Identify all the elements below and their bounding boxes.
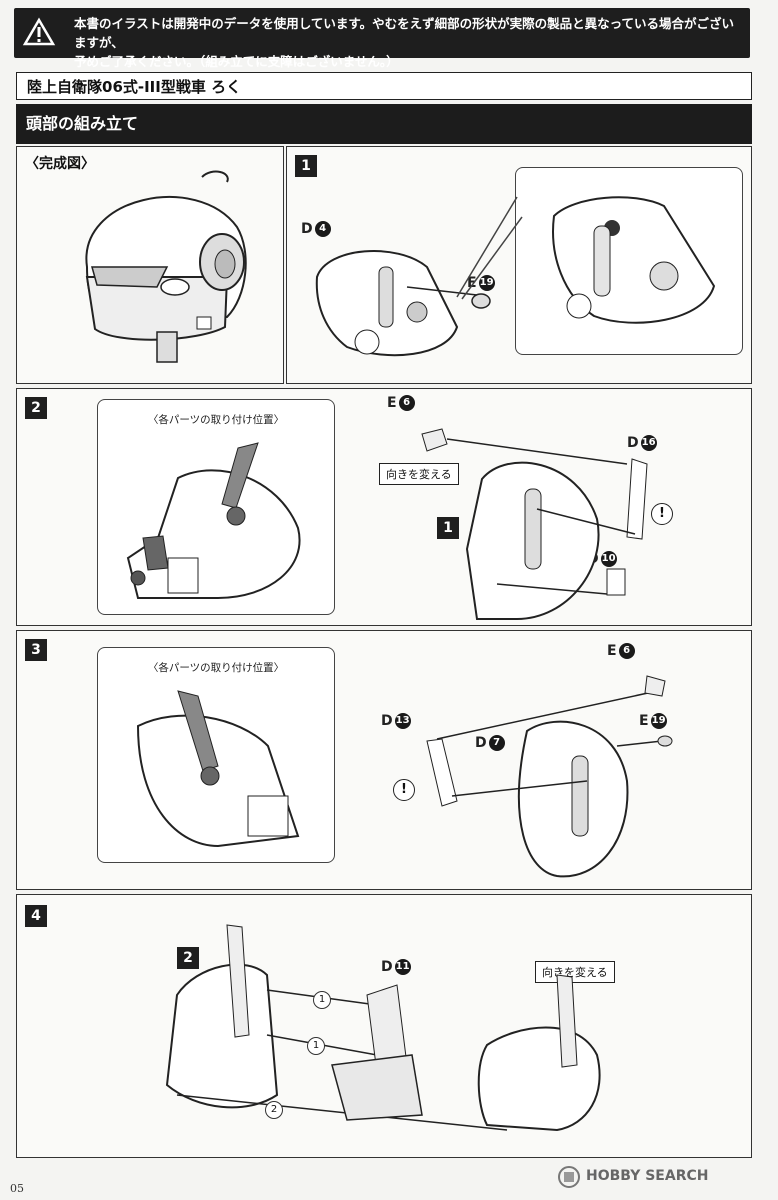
- attention-icon: !: [393, 779, 415, 801]
- notice-banner: 本書のイラストは開発中のデータを使用しています。やむをえず細部の形状が実際の製品…: [14, 8, 750, 69]
- part-number: 6: [398, 395, 415, 411]
- completed-figure-panel: 〈完成図〉: [16, 146, 284, 384]
- part-letter: E: [607, 643, 617, 659]
- watermark-logo: HOBBY SEARCH: [558, 1164, 770, 1190]
- part-number: 16: [640, 435, 657, 451]
- detail-illustration: [552, 196, 716, 324]
- part-letter: D: [381, 713, 393, 729]
- part-number: 10: [600, 551, 617, 567]
- part-letter: D: [475, 735, 487, 751]
- part-number: 19: [478, 275, 495, 291]
- head-illustration: [85, 170, 247, 363]
- part-letter: D: [301, 221, 313, 237]
- step-3-assembly-illustration: [426, 675, 673, 878]
- step-3-position-illustration: [136, 690, 300, 848]
- callout-pointer: [456, 196, 523, 300]
- part-number: 7: [488, 735, 505, 751]
- completed-label: 〈完成図〉: [25, 156, 95, 172]
- part-number: 6: [618, 643, 635, 659]
- warning-icon: [22, 17, 56, 46]
- part-e19-illustration: [471, 293, 491, 309]
- callout-title: 〈各パーツの取り付け位置〉: [147, 662, 285, 674]
- assembly-step-marker: 1: [307, 1037, 325, 1055]
- callout-title: 〈各パーツの取り付け位置〉: [147, 414, 285, 426]
- part-letter: E: [467, 275, 477, 291]
- part-letter: E: [387, 395, 397, 411]
- assembly-step-marker: 1: [313, 991, 331, 1009]
- part-number: 13: [394, 713, 411, 729]
- section-title: 頭部の組み立て: [16, 104, 752, 144]
- step-1-detail-callout: [515, 167, 743, 355]
- product-title: 陸上自衛隊06式-III型戦車 ろく: [16, 72, 752, 100]
- part-number: 19: [650, 713, 667, 729]
- step-2-position-illustration: [126, 442, 301, 599]
- step-1-part-illustration: [315, 250, 478, 357]
- part-letter: D: [381, 959, 393, 975]
- logo-text: HOBBY SEARCH: [586, 1168, 709, 1184]
- step-4-assembly-illustration: [165, 924, 601, 1132]
- logo-icon: [558, 1166, 580, 1188]
- assembly-step-marker: 2: [265, 1101, 283, 1119]
- step-2-number: 2: [25, 397, 47, 419]
- notice-text: 本書のイラストは開発中のデータを使用しています。やむをえず細部の形状が実際の製品…: [74, 14, 742, 71]
- part-number: 4: [314, 221, 331, 237]
- turn-over-label: 向きを変える: [379, 463, 459, 485]
- page-number: 05: [10, 1182, 24, 1195]
- step-3-number: 3: [25, 639, 47, 661]
- part-letter: D: [627, 435, 639, 451]
- step-2-position-callout: 〈各パーツの取り付け位置〉: [97, 399, 335, 615]
- step-ref-2: 2: [177, 947, 199, 969]
- step-2-assembly-illustration: [421, 428, 648, 620]
- step-4-panel: 4 2 3 D11 向きを変える 1 1 2: [16, 894, 752, 1158]
- step-4-number: 4: [25, 905, 47, 927]
- step-1-number: 1: [295, 155, 317, 177]
- attention-icon: !: [651, 503, 673, 525]
- part-letter: E: [639, 713, 649, 729]
- part-number: 11: [394, 959, 411, 975]
- notice-line-1: 本書のイラストは開発中のデータを使用しています。やむをえず細部の形状が実際の製品…: [74, 16, 735, 50]
- step-2-panel: 2 〈各パーツの取り付け位置〉 E6 D16 D 10 向きを変える 1 !: [16, 388, 752, 626]
- step-ref-1: 1: [437, 517, 459, 539]
- notice-line-2: 予めご了承ください。（組み立てに支障はございません。）: [74, 54, 399, 69]
- step-3-position-callout: 〈各パーツの取り付け位置〉: [97, 647, 335, 863]
